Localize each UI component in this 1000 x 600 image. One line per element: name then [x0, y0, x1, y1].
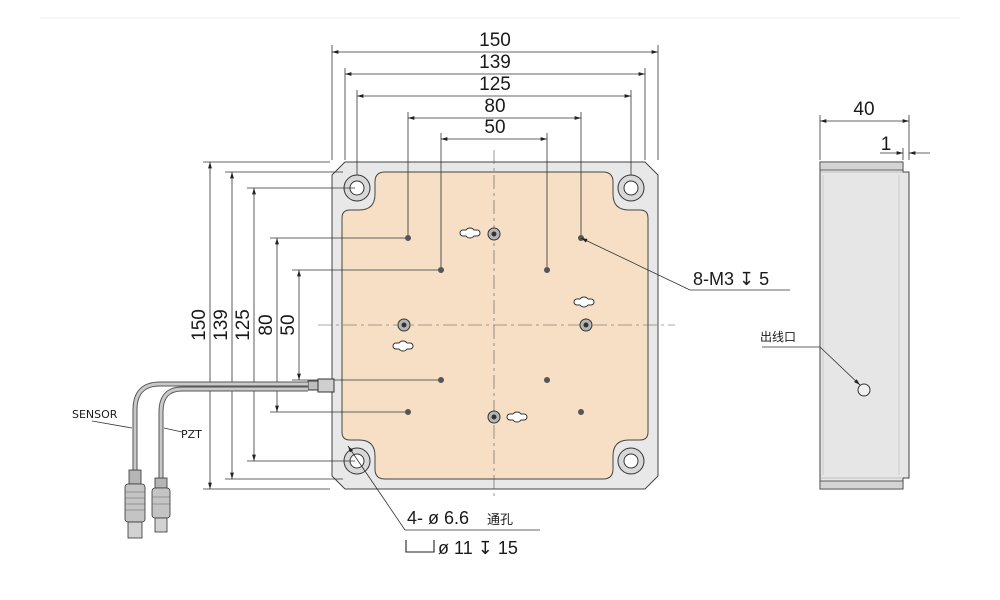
corner-hole-tl — [343, 174, 371, 202]
dim-h-139: 139 — [479, 52, 511, 73]
dim-h-50: 50 — [484, 117, 505, 138]
side-housing — [819, 161, 910, 490]
corner-hole-tr — [617, 174, 645, 202]
dim-h-80: 80 — [484, 96, 505, 117]
pzt-label: PZT — [181, 428, 202, 441]
corner-hole-bl — [343, 447, 371, 475]
horizontal-dimensions: 150 139 125 80 50 — [331, 30, 659, 267]
pzt-connector — [151, 477, 171, 533]
sensor-connector — [124, 469, 146, 539]
dim-v-50: 50 — [278, 314, 299, 335]
through-hole-size: 6.6 — [444, 508, 469, 528]
counterbore-icon — [405, 540, 435, 553]
dim-h-150: 150 — [479, 30, 511, 51]
counterbore-size: 11 — [454, 538, 473, 558]
diameter-icon-2: ø — [438, 538, 449, 558]
depth-symbol-icon-2: ↧ — [478, 538, 493, 558]
dim-v-80: 80 — [256, 314, 277, 335]
screw-heads — [397, 227, 593, 424]
locating-bosses — [392, 227, 595, 423]
thread-depth: 5 — [759, 269, 769, 289]
counterbore-depth: 15 — [498, 538, 518, 558]
through-hole-count: 4- — [407, 508, 423, 528]
svg-text:4- ø 6.6: 4- ø 6.6 — [407, 508, 469, 528]
dim-h-125: 125 — [479, 74, 511, 95]
svg-text:8-M3 ↧ 5: 8-M3 ↧ 5 — [693, 269, 769, 289]
thread-note: 8-M3 ↧ 5 — [580, 237, 790, 291]
svg-text:ø 11 ↧: ø 11 ↧ 15 — [438, 538, 518, 558]
side-view: 40 1 出线口 — [760, 99, 930, 490]
vertical-dimensions: 150 139 125 80 50 — [189, 161, 438, 490]
dim-thickness: 40 — [853, 99, 874, 120]
outlet-label: 出线口 — [760, 330, 796, 344]
front-view: 150 139 125 80 50 — [72, 30, 790, 558]
cable-assembly: SENSOR PZT — [72, 378, 335, 539]
corner-hole-br — [617, 447, 645, 475]
stage-plate — [341, 171, 649, 480]
dim-v-139: 139 — [211, 309, 232, 341]
dim-v-150: 150 — [189, 309, 210, 341]
thread-spec: 8-M3 — [693, 269, 734, 289]
through-hole-type: 通孔 — [487, 513, 513, 528]
sensor-label: SENSOR — [72, 408, 118, 421]
cable-outlet-icon — [857, 383, 871, 397]
depth-symbol-icon: ↧ — [739, 269, 754, 289]
diameter-icon: ø — [428, 508, 439, 528]
through-hole-note: 4- ø 6.6 通孔 ø 11 ↧ 15 — [347, 445, 540, 558]
dim-v-125: 125 — [233, 309, 254, 341]
dim-step: 1 — [881, 134, 892, 155]
